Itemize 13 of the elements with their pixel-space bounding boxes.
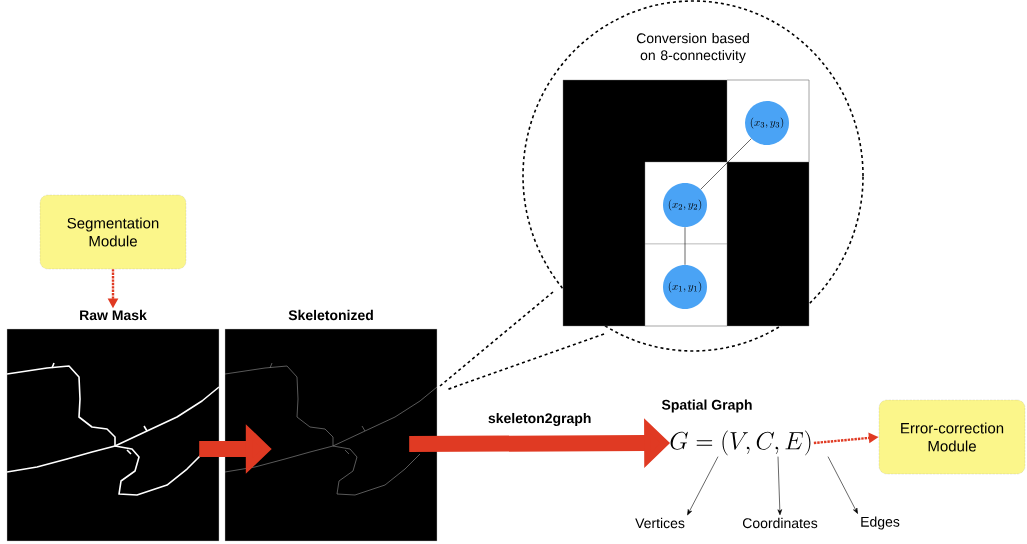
graph-formula: $G = (V, C, E)$ <box>670 430 811 456</box>
arrow <box>777 456 783 516</box>
heading: Skeletonized <box>288 309 373 321</box>
heading: Raw Mask <box>80 309 147 321</box>
arrow <box>687 456 719 516</box>
component-label: Vertices <box>635 517 685 529</box>
edge-label: skeleton2graph <box>486 411 593 428</box>
component-label: Edges <box>861 516 900 530</box>
module-box: Error-correction Module <box>878 399 1026 475</box>
arrow <box>827 456 858 514</box>
component-label: Coordinates <box>742 517 818 529</box>
heading: Spatial Graph <box>661 399 752 413</box>
module-box: Segmentation Module <box>39 194 187 270</box>
